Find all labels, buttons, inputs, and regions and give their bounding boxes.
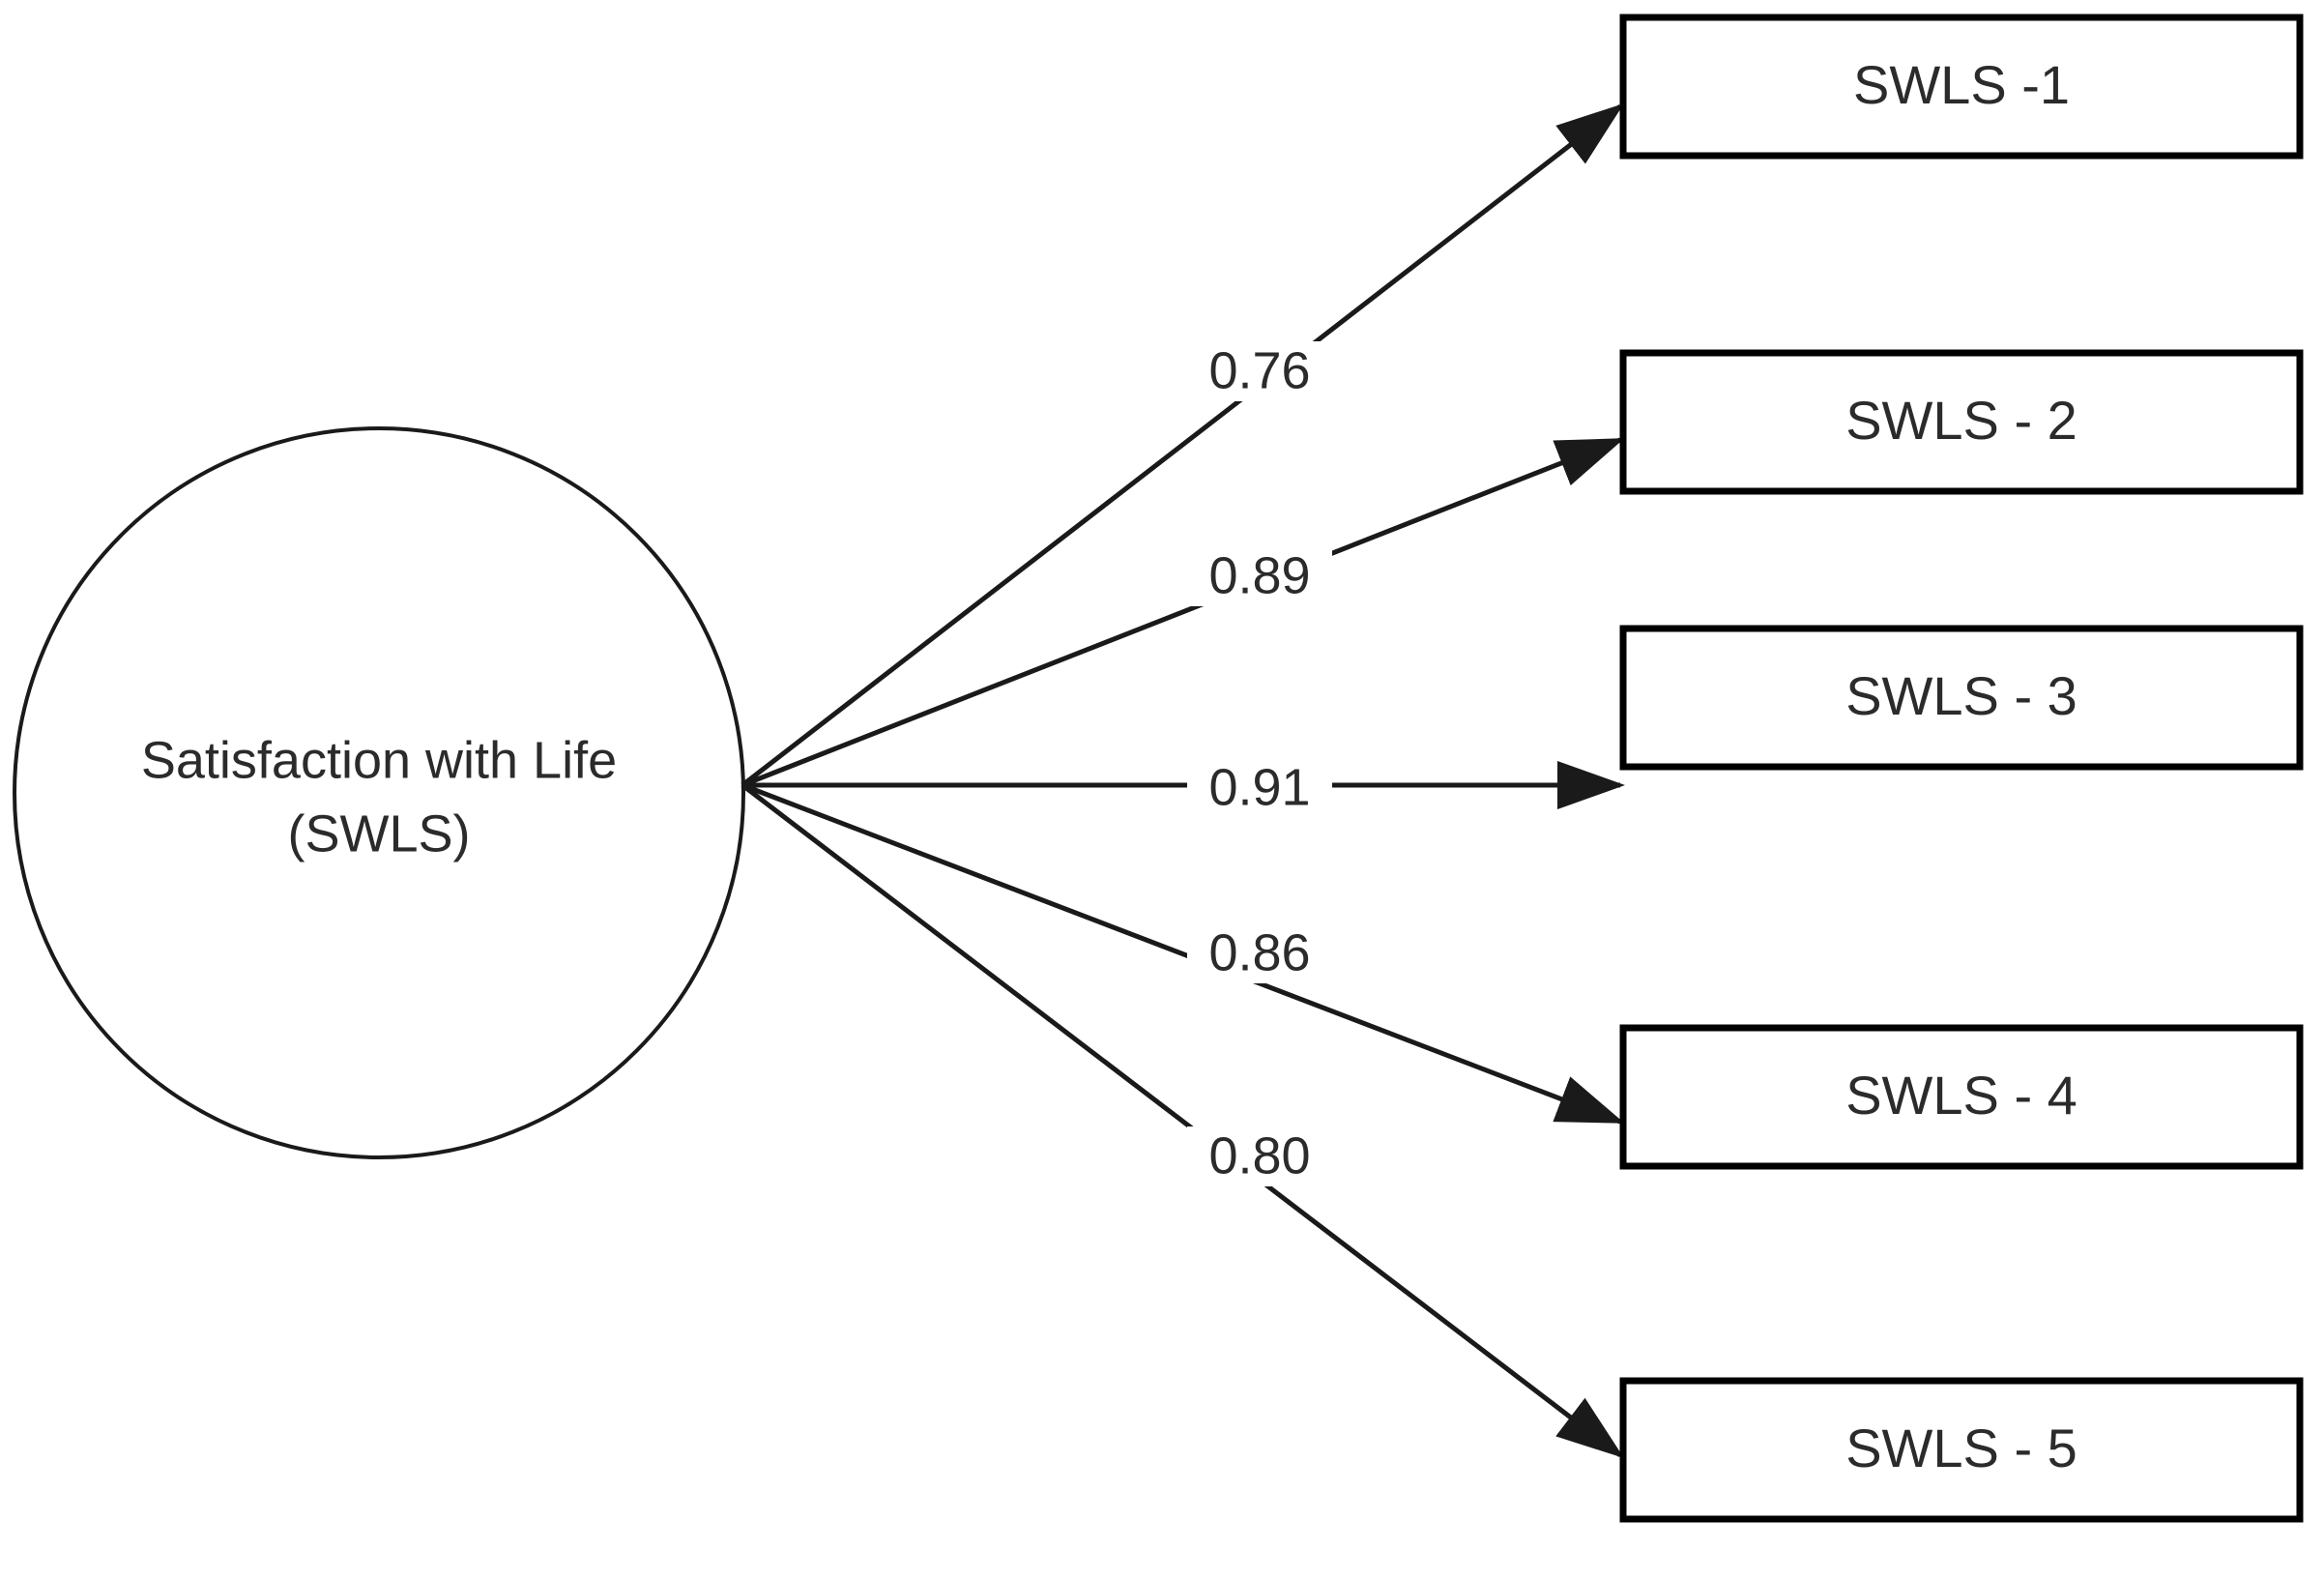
coefficient-label-swls-4: 0.86	[1208, 923, 1310, 981]
coefficient-plate-swls-3	[1187, 759, 1332, 819]
indicator-label-swls-4: SWLS - 4	[1845, 1065, 2077, 1126]
indicator-label-swls-5: SWLS - 5	[1845, 1418, 2077, 1478]
coefficient-plate-swls-2	[1187, 546, 1332, 606]
indicator-box-swls-4	[1619, 1024, 2304, 1170]
path-arrow-swls-4	[741, 782, 1625, 1125]
coefficient-plate-swls-5	[1187, 1126, 1332, 1186]
indicator-box-swls-3	[1619, 625, 2304, 771]
coefficient-plate-swls-4	[1187, 923, 1332, 983]
latent-variable-label-line2: (SWLS)	[288, 804, 471, 863]
indicator-box-swls-5	[1619, 1377, 2304, 1523]
indicator-box-swls-1	[1619, 14, 2304, 160]
indicator-label-swls-1: SWLS -1	[1853, 54, 2070, 115]
latent-variable-label-line1: Satisfaction with Life	[141, 731, 617, 789]
indicator-label-swls-2: SWLS - 2	[1845, 390, 2077, 451]
latent-variable-circle	[13, 426, 745, 1159]
path-arrow-swls-2	[741, 437, 1625, 788]
coefficient-label-swls-1: 0.76	[1208, 341, 1310, 399]
coefficient-plate-swls-1	[1187, 341, 1332, 401]
path-arrow-swls-1	[741, 102, 1624, 787]
coefficient-label-swls-5: 0.80	[1208, 1126, 1310, 1184]
coefficient-label-swls-3: 0.91	[1208, 758, 1310, 816]
indicator-label-swls-3: SWLS - 3	[1845, 665, 2077, 726]
path-arrow-swls-5	[741, 783, 1624, 1459]
coefficient-label-swls-2: 0.89	[1208, 546, 1310, 604]
indicator-box-swls-2	[1619, 349, 2304, 495]
